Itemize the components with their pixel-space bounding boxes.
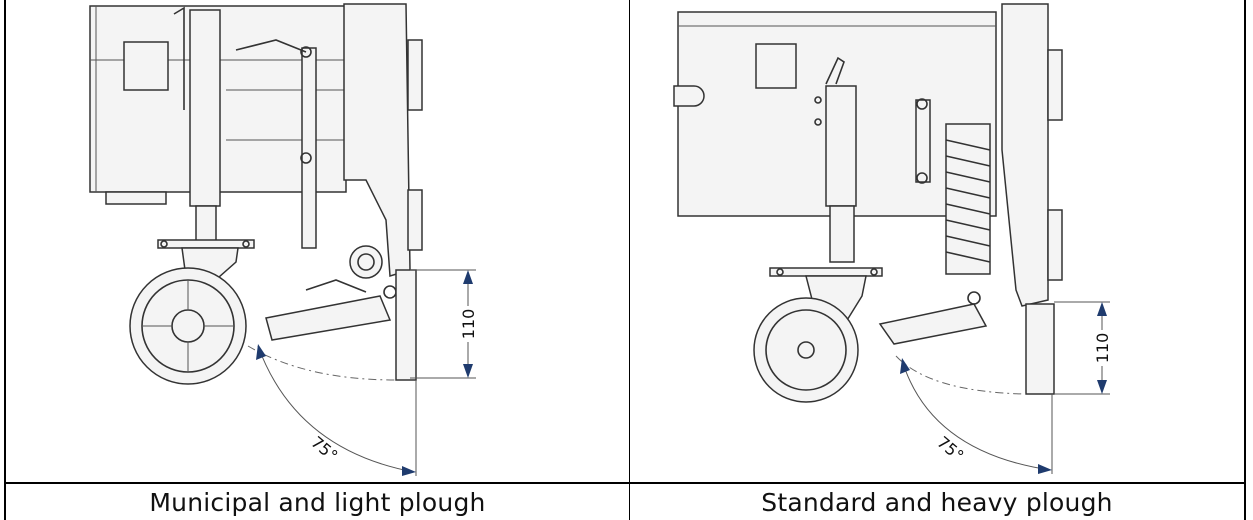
right-drawing-cell: 110 75°: [630, 0, 1246, 482]
right-angle-dimension: 75°: [933, 433, 967, 466]
left-caption: Municipal and light plough: [149, 487, 486, 517]
right-height-dimension: 110: [1093, 333, 1112, 364]
left-height-dimension: 110: [459, 309, 478, 340]
left-angle-dimension: 75°: [307, 433, 341, 466]
municipal-plough-drawing: 110 75°: [89, 3, 478, 476]
standard-plough-drawing: 110 75°: [673, 3, 1112, 474]
left-caption-cell: Municipal and light plough: [4, 482, 630, 520]
right-caption-cell: Standard and heavy plough: [630, 482, 1246, 520]
left-drawing-cell: 110 75°: [4, 0, 630, 482]
right-caption: Standard and heavy plough: [761, 487, 1113, 517]
